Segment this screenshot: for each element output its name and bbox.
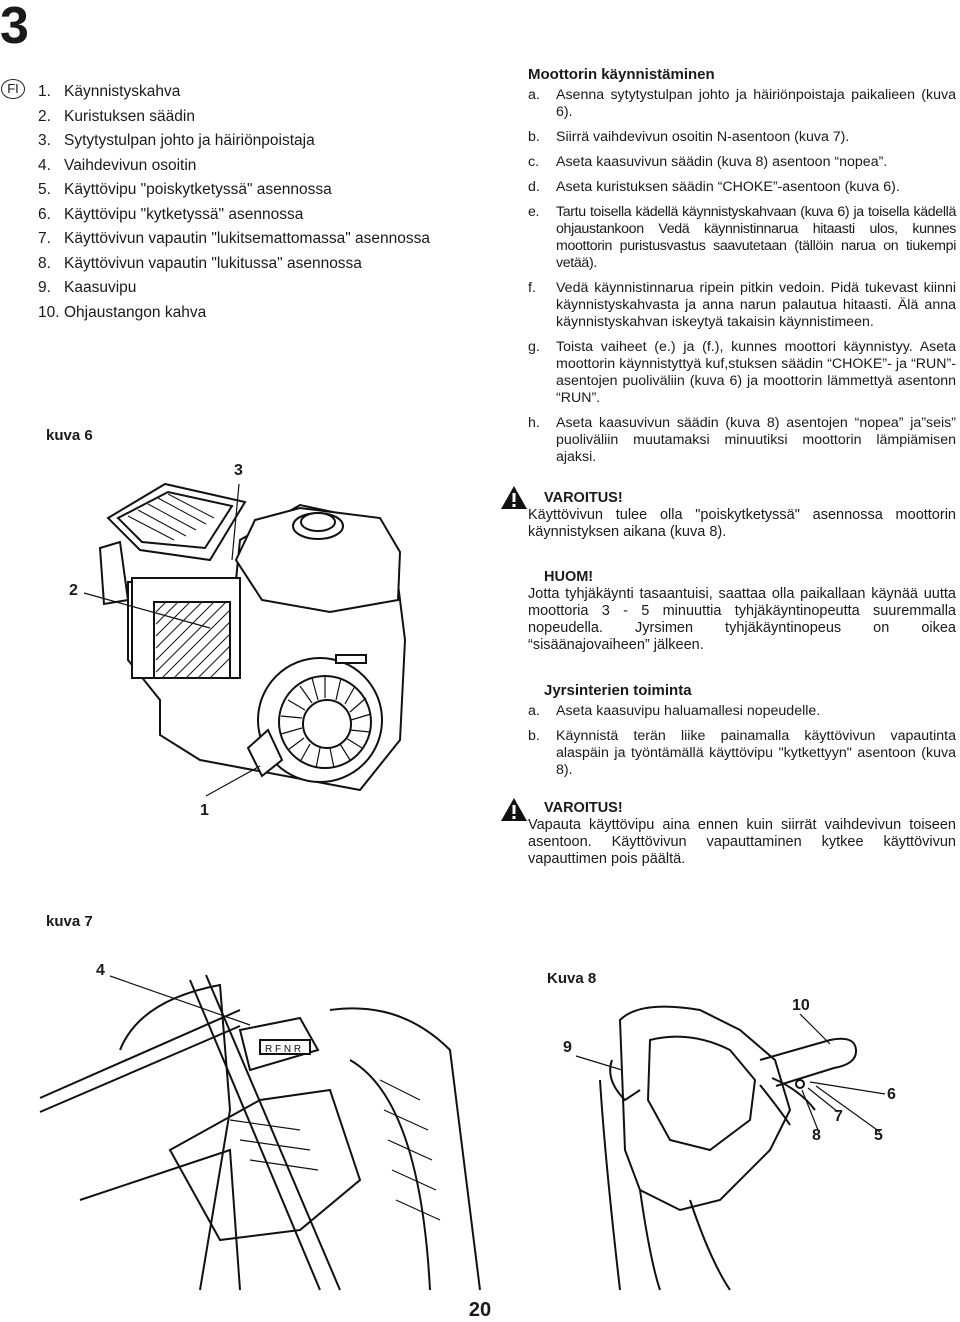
- figure-8-callout-8: 8: [812, 1127, 821, 1144]
- page-number: 20: [468, 1299, 492, 1321]
- note-text: Jotta tyhjäkäynti tasaantuisi, saattaa o…: [528, 586, 956, 653]
- note-block: HUOM! Jotta tyhjäkäynti tasaantuisi, saa…: [528, 569, 956, 654]
- warning-icon-1: [500, 485, 528, 515]
- step-text: Aseta kaasuvipu haluamallesi nopeudelle.: [556, 703, 821, 719]
- parts-list-item: 1. Käynnistyskahva: [38, 80, 498, 105]
- figure-8-callout-6: 6: [887, 1086, 896, 1103]
- note-title: HUOM!: [544, 569, 594, 585]
- step-letter: a.: [528, 87, 540, 103]
- step-item: f. Vedä käynnistinnarua ripein pitkin ved…: [528, 280, 956, 331]
- step-item: g. Toista vaiheet (e.) ja (f.), kunnes mo…: [528, 339, 956, 407]
- step-letter: c.: [528, 154, 540, 170]
- parts-list-item: 9. Kaasuvipu: [38, 276, 498, 301]
- engine-start-title: Moottorin käynnistäminen: [528, 66, 715, 83]
- tiller-section: Jyrsinterien toiminta a. Aseta kaasuvipu …: [528, 682, 956, 787]
- parts-list-item: 7. Käyttövivun vapautin "lukitsemattomass…: [38, 227, 498, 252]
- parts-list-number: 8.: [38, 254, 51, 272]
- figure-8-callout-10: 10: [792, 997, 810, 1014]
- step-item: a. Asenna sytytystulpan johto ja häiriönp…: [528, 87, 956, 121]
- step-letter: h.: [528, 415, 540, 431]
- parts-list-item: 4. Vaihdevivun osoitin: [38, 154, 498, 179]
- parts-list-number: 2.: [38, 107, 51, 125]
- language-badge: FI: [1, 79, 25, 99]
- parts-list-number: 3.: [38, 132, 51, 149]
- parts-list-label: Sytytystulpan johto ja häiriönpoistaja: [64, 132, 315, 149]
- step-letter: a.: [528, 703, 540, 719]
- parts-list-item: 8. Käyttövivun vapautin "lukitussa" asenn…: [38, 252, 498, 277]
- figure-8-callout-9: 9: [563, 1039, 572, 1056]
- step-item: h. Aseta kaasuvivun säädin (kuva 8) asent…: [528, 415, 956, 466]
- step-text: Toista vaiheet (e.) ja (f.), kunnes moot…: [556, 339, 956, 406]
- step-text: Aseta kaasuvivun säädin (kuva 8) asentoj…: [556, 415, 956, 465]
- parts-list-item: 5. Käyttövipu "poiskytketyssä" asennossa: [38, 178, 498, 203]
- parts-list-label: Käyttövivun vapautin "lukitsemattomassa"…: [64, 230, 430, 247]
- parts-list-item: 3. Sytytystulpan johto ja häiriönpoistaja: [38, 129, 498, 154]
- step-letter: e.: [528, 204, 540, 220]
- warning-title-1: VAROITUS!: [544, 490, 623, 506]
- parts-list-number: 6.: [38, 205, 51, 223]
- parts-list-number: 7.: [38, 230, 51, 247]
- engine-start-steps: a. Asenna sytytystulpan johto ja häiriönp…: [528, 87, 956, 466]
- parts-list-label: Kaasuvipu: [64, 279, 137, 296]
- step-item: b. Siirrä vaihdevivun osoitin N-asentoon …: [528, 129, 956, 146]
- parts-list-label: Ohjaustangon kahva: [64, 303, 207, 321]
- parts-list-number: 5.: [38, 181, 51, 198]
- step-text: Aseta kaasuvivun säädin (kuva 8) asentoo…: [556, 154, 888, 170]
- tiller-title: Jyrsinterien toiminta: [544, 682, 692, 699]
- figure-6-callout-2: 2: [69, 582, 78, 599]
- parts-list-label: Käyttövivun vapautin "lukitussa" asennos…: [64, 254, 362, 272]
- step-item: c. Aseta kaasuvivun säädin (kuva 8) asent…: [528, 154, 956, 171]
- step-letter: d.: [528, 179, 540, 195]
- step-text: Käynnistä terän liike painamalla käyttöv…: [556, 728, 956, 778]
- warning-icon-2: [500, 797, 528, 827]
- figure-6-callout-3: 3: [234, 462, 243, 479]
- warning-block-2: VAROITUS! Vapauta käyttövipu aina ennen …: [528, 800, 956, 868]
- warning-title-2: VAROITUS!: [544, 800, 623, 816]
- parts-list-number: 10.: [38, 303, 60, 321]
- step-item: e. Tartu toisella kädellä käynnistyskahva…: [528, 204, 956, 272]
- parts-list-number: 4.: [38, 156, 51, 174]
- step-letter: f.: [528, 280, 536, 296]
- step-text: Vedä käynnistinnarua ripein pitkin vedoi…: [556, 280, 956, 330]
- step-item: a. Aseta kaasuvipu haluamallesi nopeudell…: [528, 703, 956, 720]
- svg-text:R F N R: R F N R: [265, 1044, 301, 1055]
- parts-list-label: Käyttövipu "kytketyssä" asennossa: [64, 205, 304, 223]
- step-letter: g.: [528, 339, 540, 355]
- figure-6-label: kuva 6: [46, 427, 93, 444]
- warning-text-1: Käyttövivun tulee olla "poiskytketyssä" …: [528, 507, 956, 540]
- warning-block-1: VAROITUS! Käyttövivun tulee olla "poisky…: [528, 490, 956, 541]
- figure-8-callout-5: 5: [874, 1127, 883, 1144]
- chapter-number: 3: [0, 0, 29, 55]
- parts-list-number: 1.: [38, 83, 51, 100]
- tiller-steps: a. Aseta kaasuvipu haluamallesi nopeudell…: [528, 703, 956, 779]
- parts-list-label: Käyttövipu "poiskytketyssä" asennossa: [64, 181, 332, 198]
- parts-list-number: 9.: [38, 279, 51, 296]
- figure-6-callout-1: 1: [200, 802, 209, 819]
- figure-7-label: kuva 7: [46, 913, 93, 930]
- step-text: Tartu toisella kädellä käynnistyskahvaan…: [556, 204, 956, 271]
- figure-7-callout-4: 4: [96, 962, 105, 979]
- figure-8-label: Kuva 8: [547, 970, 597, 987]
- parts-list-item: 6. Käyttövipu "kytketyssä" asennossa: [38, 203, 498, 228]
- parts-list-label: Vaihdevivun osoitin: [64, 156, 197, 174]
- figure-8-callout-7: 7: [834, 1108, 843, 1125]
- step-text: Aseta kuristuksen säädin “CHOKE”-asentoo…: [556, 179, 900, 195]
- parts-list: 1. Käynnistyskahva 2. Kuristuksen säädin 3. S…: [38, 80, 498, 325]
- step-text: Siirrä vaihdevivun osoitin N-asentoon (k…: [556, 129, 850, 145]
- parts-list-item: 10.Ohjaustangon kahva: [38, 301, 498, 326]
- step-text: Asenna sytytystulpan johto ja häiriönpoi…: [556, 87, 956, 120]
- step-letter: b.: [528, 129, 540, 145]
- parts-list-item: 2. Kuristuksen säädin: [38, 105, 498, 130]
- parts-list-label: Käynnistyskahva: [64, 83, 181, 100]
- parts-list-label: Kuristuksen säädin: [64, 107, 195, 125]
- warning-text-2: Vapauta käyttövipu aina ennen kuin siirr…: [528, 817, 956, 867]
- engine-start-section: Moottorin käynnistäminen a. Asenna sytyty…: [528, 66, 956, 474]
- step-letter: b.: [528, 728, 540, 744]
- step-item: b. Käynnistä terän liike painamalla käytt…: [528, 728, 956, 779]
- step-item: d. Aseta kuristuksen säädin “CHOKE”-asent…: [528, 179, 956, 196]
